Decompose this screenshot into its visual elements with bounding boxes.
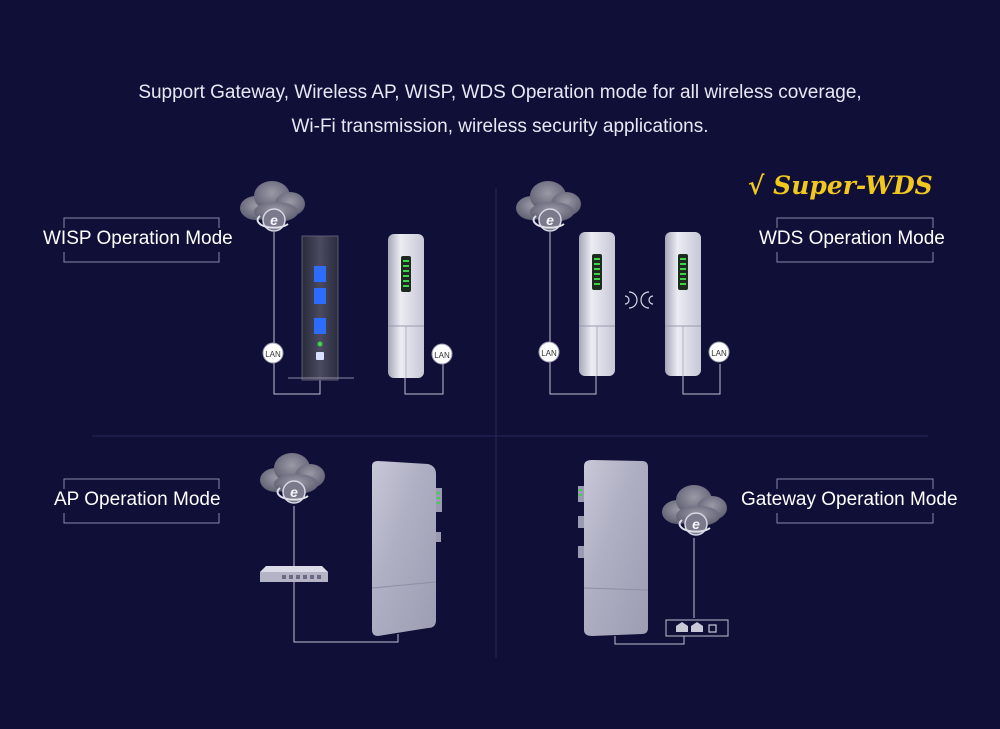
gateway-diagram bbox=[578, 460, 729, 645]
wireless-signal-icon bbox=[624, 291, 654, 309]
cpe-device-icon bbox=[578, 460, 649, 636]
switch-icon bbox=[260, 566, 328, 582]
label-brackets bbox=[63, 217, 934, 524]
wisp-mode-label: WISP Operation Mode bbox=[43, 228, 233, 249]
wisp-diagram: LAN LAN bbox=[239, 180, 453, 395]
lan-port-icon: LAN bbox=[431, 343, 453, 365]
wds-diagram: LAN LAN bbox=[515, 180, 730, 395]
internet-cloud-icon bbox=[239, 180, 306, 232]
gateway-mode-label: Gateway Operation Mode bbox=[741, 489, 958, 510]
cpe-device-icon bbox=[371, 461, 442, 636]
lan-port-icon: LAN bbox=[708, 341, 730, 363]
headline-line-2: Wi-Fi transmission, wireless security ap… bbox=[291, 116, 709, 137]
wds-mode-label: WDS Operation Mode bbox=[759, 228, 945, 249]
internet-cloud-icon bbox=[259, 452, 326, 504]
headline-line-1: Support Gateway, Wireless AP, WISP, WDS … bbox=[138, 82, 862, 103]
wds-lan-label-2: LAN bbox=[711, 349, 727, 358]
super-wds-badge: √ Super-WDS bbox=[748, 171, 933, 200]
cpe-device-icon bbox=[579, 232, 615, 376]
lan-port-icon bbox=[665, 619, 729, 637]
wisp-lan-label-2: LAN bbox=[434, 351, 450, 360]
lan-port-icon: LAN bbox=[538, 341, 560, 363]
internet-cloud-icon bbox=[515, 180, 582, 232]
wisp-lan-label-1: LAN bbox=[265, 350, 281, 359]
internet-cloud-icon bbox=[661, 484, 728, 536]
lan-port-icon: LAN bbox=[262, 342, 284, 364]
cpe-device-icon bbox=[665, 232, 701, 376]
ap-diagram bbox=[259, 452, 442, 643]
cpe-device-icon bbox=[388, 234, 424, 378]
router-icon bbox=[288, 235, 354, 381]
ap-mode-label: AP Operation Mode bbox=[54, 489, 221, 510]
wds-lan-label-1: LAN bbox=[541, 349, 557, 358]
